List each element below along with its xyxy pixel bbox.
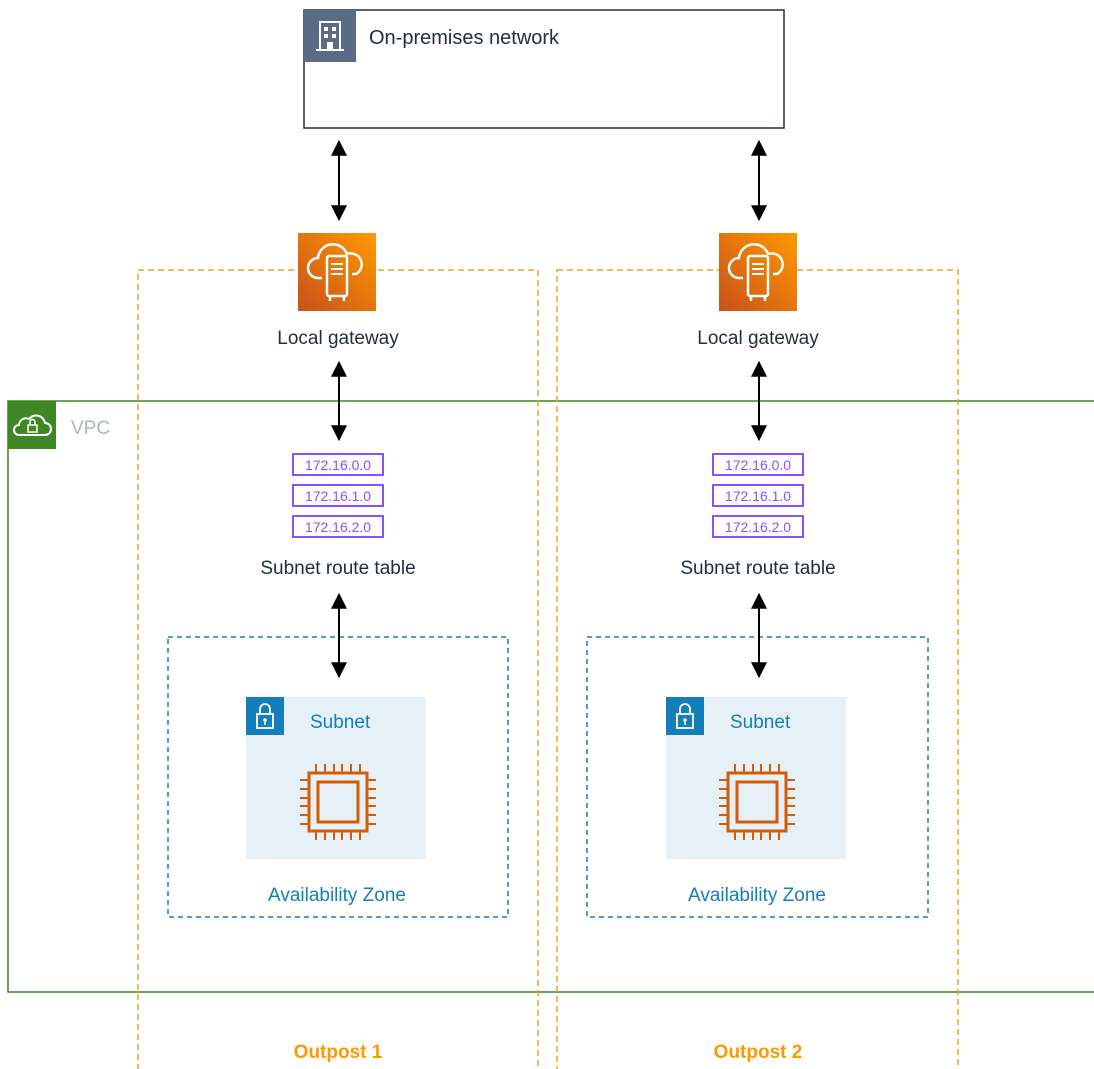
availability-zone-1-box (167, 636, 509, 918)
subnet-route-table-1-label: Subnet route table (260, 558, 416, 579)
route-entry-1-1: 172.16.0.0 (292, 453, 384, 476)
padlock-icon (246, 697, 284, 735)
subnet-route-table-2-label: Subnet route table (680, 558, 836, 579)
route-entry-1-3: 172.16.2.0 (292, 515, 384, 538)
subnet-2-box (666, 697, 846, 859)
building-icon (304, 10, 356, 62)
subnet-1-label: Subnet (310, 712, 371, 733)
route-entry-2-1: 172.16.0.0 (712, 453, 804, 476)
outpost-1-label: Outpost 1 (293, 1042, 383, 1063)
subnet-1-box (246, 697, 426, 859)
availability-zone-1-label: Availability Zone (267, 885, 407, 906)
outpost-2-label: Outpost 2 (713, 1042, 803, 1063)
availability-zone-2-box (586, 636, 929, 918)
local-gateway-1-label: Local gateway (277, 328, 399, 349)
route-entry-1-2: 172.16.1.0 (292, 484, 384, 507)
route-entry-2-3: 172.16.2.0 (712, 515, 804, 538)
on-premises-network-title: On-premises network (369, 27, 560, 49)
local-gateway-1-icon (298, 233, 376, 311)
local-gateway-2-icon (719, 233, 797, 311)
compute-chip-icon (719, 764, 795, 840)
outpost-2-box (556, 269, 959, 1069)
on-premises-network-box (303, 9, 785, 129)
availability-zone-2-label: Availability Zone (687, 885, 827, 906)
vpc-box (7, 400, 1094, 993)
compute-chip-icon (300, 764, 376, 840)
vpc-label: VPC (71, 418, 111, 439)
subnet-2-label: Subnet (730, 712, 791, 733)
cloud-lock-icon (8, 401, 56, 449)
local-gateway-2-label: Local gateway (697, 328, 819, 349)
route-entry-2-2: 172.16.1.0 (712, 484, 804, 507)
padlock-icon (666, 697, 704, 735)
